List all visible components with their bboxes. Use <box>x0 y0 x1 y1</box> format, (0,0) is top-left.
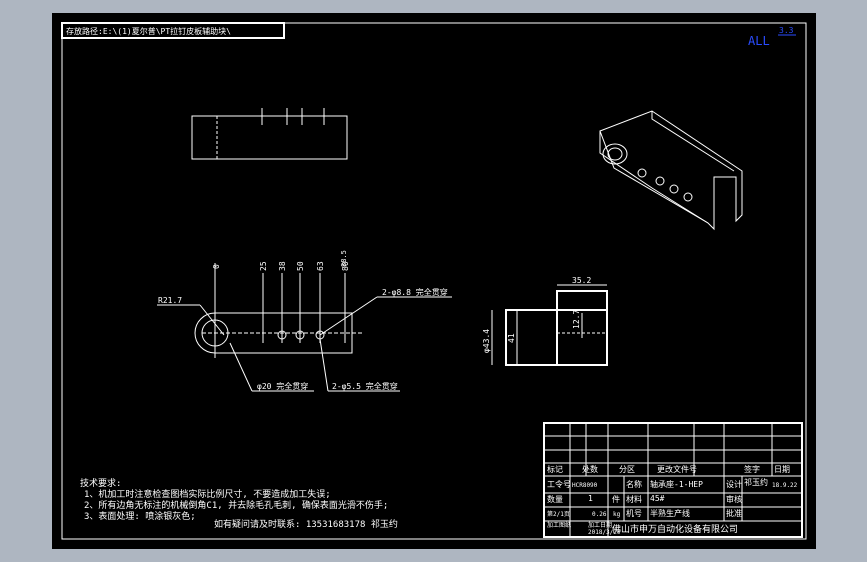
dim-r21: R21.7 <box>158 296 182 305</box>
dim-12: 12.7 <box>572 310 581 329</box>
tb-jihao-label: 机号 <box>626 508 642 518</box>
side-view <box>491 284 608 366</box>
dim-25: 25 <box>259 261 268 271</box>
tb-biaoji: 标记 <box>547 464 563 474</box>
top-view <box>191 108 348 160</box>
note-a: 2-φ8.8 完全贯穿 <box>382 287 448 297</box>
tb-pizhun: 批准 <box>726 508 742 518</box>
tb-mingcheng-label: 名称 <box>626 479 642 489</box>
dim-352: 35.2 <box>572 276 591 285</box>
dim-50: 50 <box>296 261 305 271</box>
tech-title: 技术要求: <box>80 477 121 489</box>
tb-weight: 0.26 <box>592 511 607 518</box>
tb-fenqu: 分区 <box>619 465 635 474</box>
tb-riqi: 日期 <box>774 465 790 474</box>
tech-contact: 如有疑问请及时联系: 13531683178 祁玉约 <box>214 518 398 530</box>
tb-shenhe: 审核 <box>726 494 742 504</box>
tb-jian: 件 <box>612 494 620 504</box>
dim-88: 88.5 <box>340 250 348 267</box>
tb-jiagong: 加工日期 <box>588 521 612 529</box>
tb-company: 佛山市申万自动化设备有限公司 <box>612 523 738 535</box>
dim-80: 80 <box>341 261 350 271</box>
dim-41: 41 <box>507 333 516 343</box>
all-label: ALL <box>748 34 770 48</box>
tb-gengdai: 更改文件号 <box>657 464 697 474</box>
tb-sheji-date: 18.9.22 <box>772 482 798 489</box>
tb-mingcheng-value: 轴承座-1-HEP <box>650 479 703 489</box>
tech-line-2: 2、所有边角无标注的机械倒角C1, 并去除毛孔毛刺, 确保表面光滑不伤手; <box>84 499 388 511</box>
dim-38: 38 <box>278 261 287 271</box>
tb-sheji-value: 祁玉约 <box>744 477 768 487</box>
dim-434: φ43.4 <box>482 329 491 353</box>
front-view <box>157 263 452 392</box>
dim-63: 63 <box>316 261 325 271</box>
isometric-view <box>599 110 743 231</box>
tech-line-1: 1、机加工时注意检查图档实际比例尺寸, 不要造成加工失误; <box>84 488 331 500</box>
tb-kg: kg <box>613 511 621 518</box>
path-label-box <box>61 22 285 39</box>
tb-cailiao-label: 材料 <box>626 494 642 504</box>
tb-zhang: 第2/1页 <box>547 510 570 518</box>
tb-gongyi: 加工图纸 <box>547 521 571 529</box>
tb-jiagong-date: 2018/3/20 <box>588 529 621 536</box>
tb-cailiao-value: 45# <box>650 494 665 503</box>
outer-frame <box>61 22 807 540</box>
tb-jihao-value: 半熟生产线 <box>650 508 690 518</box>
tech-line-3: 3、表面处理: 喷涂银灰色; <box>84 510 196 522</box>
note-b: φ20 完全贯穿 <box>257 381 308 391</box>
title-block <box>543 422 803 538</box>
cad-drawing: 存放路径:E:\(1)夏尔普\PT拉钉皮板辅助块\ ALL 3.3 <box>61 22 807 540</box>
dim-zero: 0 <box>212 264 221 269</box>
tb-sheji-label: 设计 <box>726 479 742 489</box>
drawing-sheet: 存放路径:E:\(1)夏尔普\PT拉钉皮板辅助块\ ALL 3.3 <box>52 13 816 549</box>
tb-chushu: 处数 <box>582 464 598 474</box>
tb-gonglinghao-label: 工令号 <box>547 479 571 489</box>
tb-shuliang-label: 数量 <box>547 494 563 504</box>
path-label: 存放路径:E:\(1)夏尔普\PT拉钉皮板辅助块\ <box>66 26 231 36</box>
tb-qianzi: 签字 <box>744 464 760 474</box>
tb-shuliang-value: 1 <box>588 494 593 503</box>
tb-gonglinghao-value: HCR8090 <box>572 482 598 489</box>
all-fraction: 3.3 <box>779 26 794 35</box>
note-c: 2-φ5.5 完全贯穿 <box>332 381 398 391</box>
